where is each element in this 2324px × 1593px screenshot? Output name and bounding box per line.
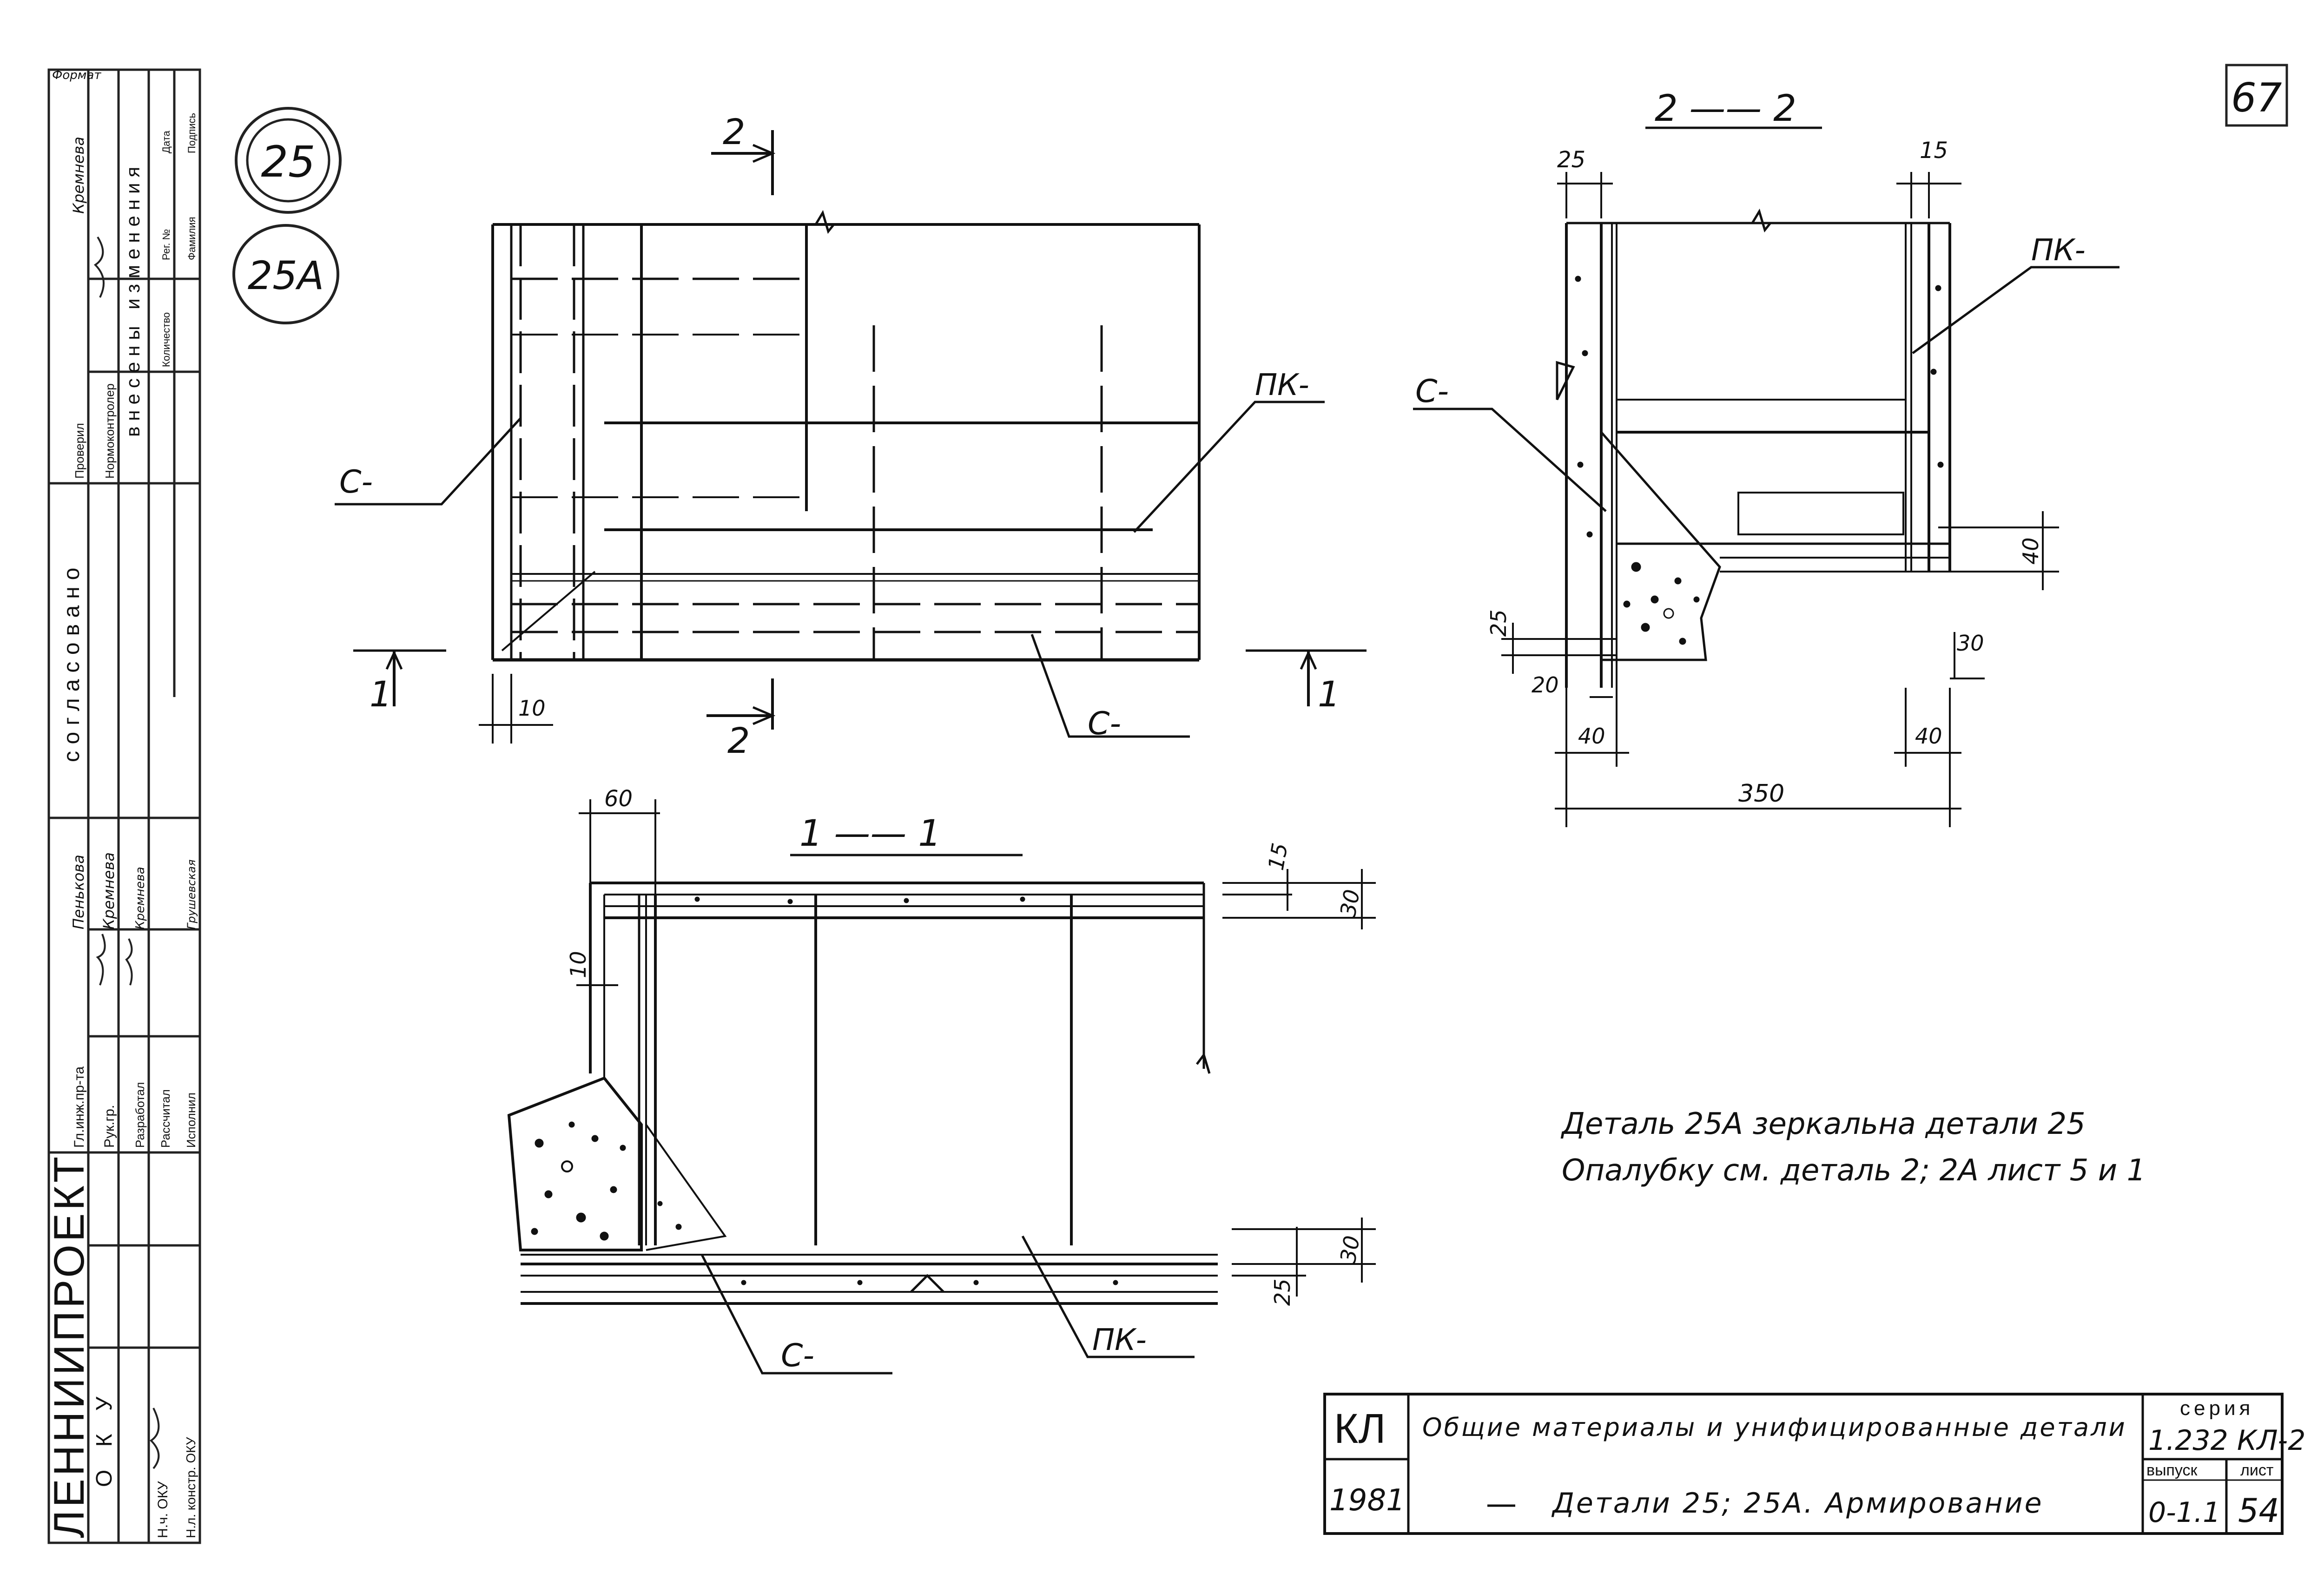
side-format-label: Формат (52, 68, 101, 82)
title-code: КЛ (1334, 1406, 1386, 1452)
note-mirror: Деталь 25А зеркальна детали 25 (1560, 1107, 2086, 1141)
s22-dim-30: 30 (1957, 631, 1984, 656)
s22-dim-40-right: 40 (2018, 537, 2043, 565)
detail-marker-25a: 25А (232, 224, 339, 324)
side-col-reg: Рег. № (160, 229, 172, 260)
side-row-calculated: Рассчитал (158, 1089, 172, 1148)
s11-label-c: С- (781, 1337, 814, 1374)
side-row-norm-control: Нормоконтролер (103, 383, 117, 479)
s22-dim-350: 350 (1738, 780, 1784, 808)
s22-dim-40-bl: 40 (1578, 724, 1605, 749)
sheet-value: 54 (2238, 1492, 2279, 1530)
side-col-date: Дата (160, 131, 172, 153)
title-main: Общие материалы и унифицированные детали (1422, 1413, 2127, 1442)
s11-label-pk: ПК- (1092, 1323, 1147, 1357)
s22-label-c: С- (1415, 373, 1449, 410)
s22-dim-40-br: 40 (1915, 724, 1942, 749)
section-1-1 (507, 799, 1376, 1375)
plan-view-reinforcement (335, 130, 1367, 744)
detail-marker-25-label: 25 (261, 137, 315, 187)
side-col-sign: Подпись (186, 113, 198, 153)
side-col-count: Количество (160, 312, 172, 367)
plan-end-mark-left: 1 (370, 673, 392, 715)
side-row-construction-head: Н.л. констр. ОКУ (184, 1437, 198, 1538)
side-org-name: ЛЕННИИПРОЕКТ (46, 1154, 93, 1538)
plan-end-mark-right: 1 (1318, 673, 1340, 715)
page-number: 67 (2231, 75, 2282, 121)
plan-label-c-left: С- (339, 464, 373, 500)
page-number-box: 67 (2225, 64, 2288, 127)
s11-dim-60: 60 (604, 786, 633, 812)
side-row-chief-engineer: Гл.инж.пр-та (72, 1066, 87, 1148)
title-year: 1981 (1329, 1483, 1405, 1518)
side-name-kremneva-1: Кремнева (100, 852, 118, 929)
side-approved-label: согласовано (59, 561, 84, 762)
plan-label-pk: ПК- (1255, 368, 1309, 402)
title-block (1323, 1393, 2284, 1535)
plan-section-mark-top: 2 (723, 111, 745, 152)
side-row-executed: Исполнил (184, 1093, 198, 1148)
side-row-checked: Проверил (73, 423, 86, 479)
sheet-label: лист (2240, 1461, 2273, 1479)
s22-dim-25-top: 25 (1557, 147, 1585, 173)
series-value: 1.232 КЛ-2 (2148, 1424, 2305, 1457)
s22-dim-20: 20 (1532, 672, 1559, 698)
side-row-developed: Разработал (133, 1082, 147, 1148)
side-dept-name: О К У (92, 1389, 117, 1487)
plan-dim-10: 10 (518, 696, 546, 721)
side-col-surname: Фамилия (186, 217, 198, 260)
detail-marker-25a-label: 25А (248, 253, 324, 298)
issue-label: выпуск (2146, 1461, 2198, 1479)
s11-dim-30-top: 30 (1335, 888, 1365, 919)
detail-marker-25: 25 (235, 107, 342, 214)
s22-label-pk: ПК- (2031, 233, 2086, 268)
s22-dim-25-left: 25 (1486, 609, 1511, 637)
series-label: серия (2180, 1397, 2254, 1420)
s11-dim-15: 15 (1263, 841, 1293, 872)
side-name-kremneva-2: Кремнева (133, 867, 147, 929)
plan-section-mark-bottom: 2 (727, 720, 750, 761)
issue-value: 0-1.1 (2148, 1496, 2220, 1529)
side-signatures (93, 236, 160, 1469)
s22-title: 2 —— 2 (1655, 88, 1796, 130)
side-name-grushevskaya: Грушевская (185, 859, 198, 929)
plan-label-c-bottom: С- (1088, 705, 1121, 742)
side-changes-label: внесены изменения (122, 161, 144, 437)
side-stamp-block (47, 68, 201, 1544)
side-name-penkova: Пенькова (70, 855, 87, 929)
s11-title: 1 —— 1 (799, 813, 941, 855)
s11-dim-25: 25 (1270, 1278, 1295, 1306)
side-row-group-head: Рук.гр. (102, 1105, 117, 1148)
note-formwork: Опалубку см. деталь 2; 2А лист 5 и 1 (1562, 1153, 2146, 1188)
side-name-kremneva-3: Кремнева (70, 137, 87, 214)
s22-dim-15-top: 15 (1920, 138, 1948, 164)
s11-dim-10: 10 (566, 951, 591, 978)
title-subtitle: Детали 25; 25А. Армирование (1551, 1487, 2044, 1520)
side-row-dept-head: Н.ч. ОКУ (155, 1481, 171, 1538)
s11-dim-30-bottom: 30 (1335, 1234, 1365, 1265)
section-2-2 (1413, 126, 2119, 827)
